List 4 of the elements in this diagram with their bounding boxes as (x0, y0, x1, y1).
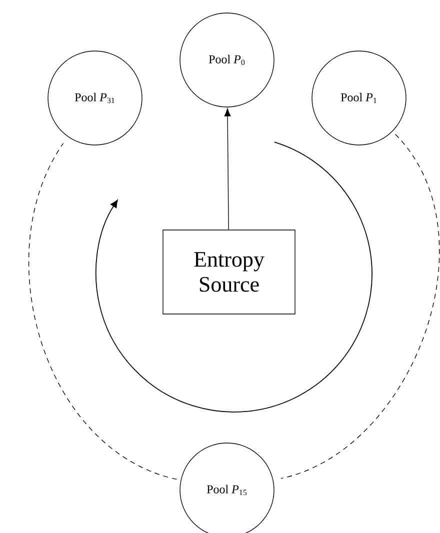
connector-line (280, 134, 440, 479)
connector-line (28, 142, 178, 480)
arrow (224, 108, 231, 230)
source-box: Entropy Source (162, 230, 296, 314)
